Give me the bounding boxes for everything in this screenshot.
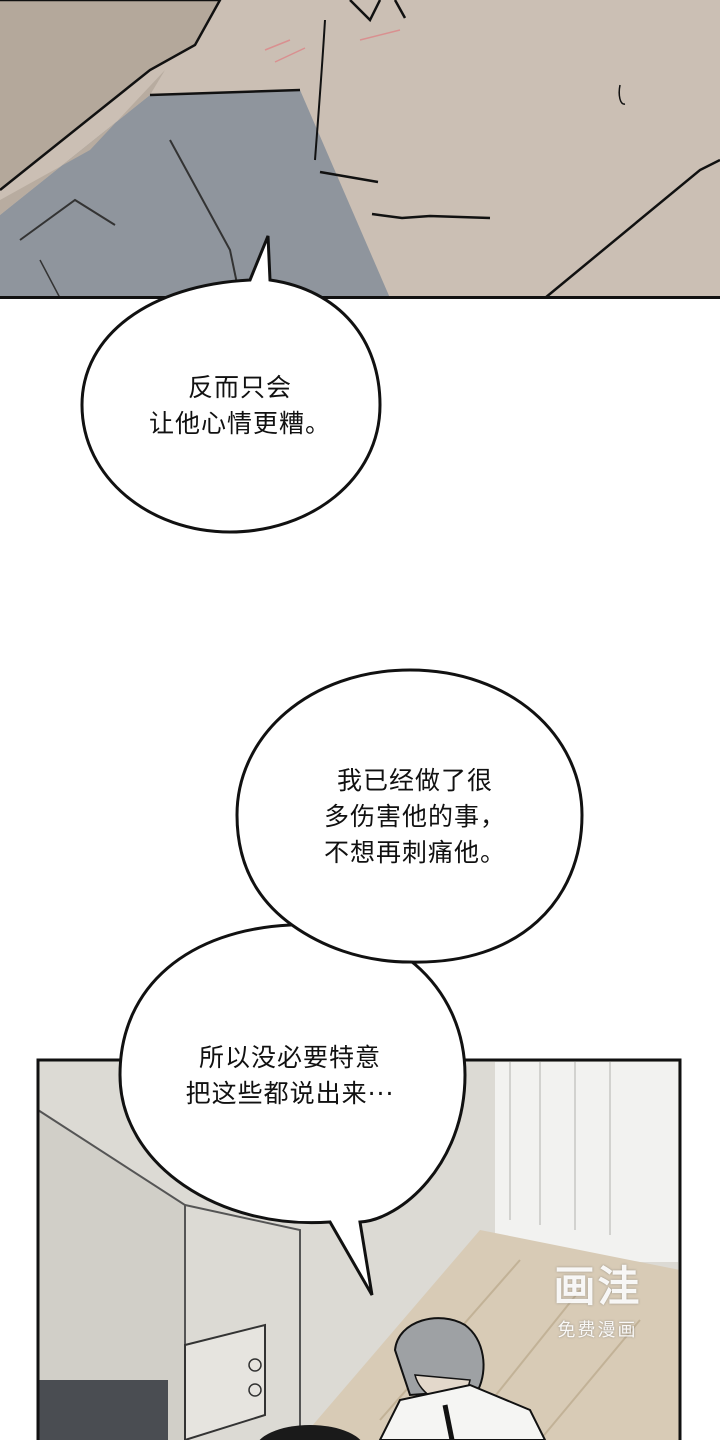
speech-bubble-3-text: 所以没必要特意 把这些都说出来··· — [140, 1040, 440, 1112]
bubble-2-line-2: 多伤害他的事， — [323, 802, 506, 831]
watermark-subtitle: 免费漫画 — [557, 1320, 638, 1341]
watermark-logo: 画洼 — [553, 1262, 642, 1311]
bubble-3-line-1: 所以没必要特意 — [198, 1043, 381, 1072]
site-watermark: 画洼 免费漫画 — [535, 1262, 660, 1342]
speech-bubble-1-text: 反而只会 让他心情更糟。 — [110, 370, 370, 442]
bubble-2-line-3: 不想再刺痛他。 — [323, 838, 506, 867]
bubble-1-line-1: 反而只会 — [187, 373, 292, 402]
bubble-1-line-2: 让他心情更糟。 — [148, 409, 331, 438]
speech-bubble-2-text: 我已经做了很 多伤害他的事， 不想再刺痛他。 — [270, 763, 560, 871]
bubble-3-line-2: 把这些都说出来··· — [185, 1079, 395, 1108]
top-panel-face-closeup — [0, 0, 720, 299]
bubble-2-line-1: 我已经做了很 — [336, 766, 493, 795]
